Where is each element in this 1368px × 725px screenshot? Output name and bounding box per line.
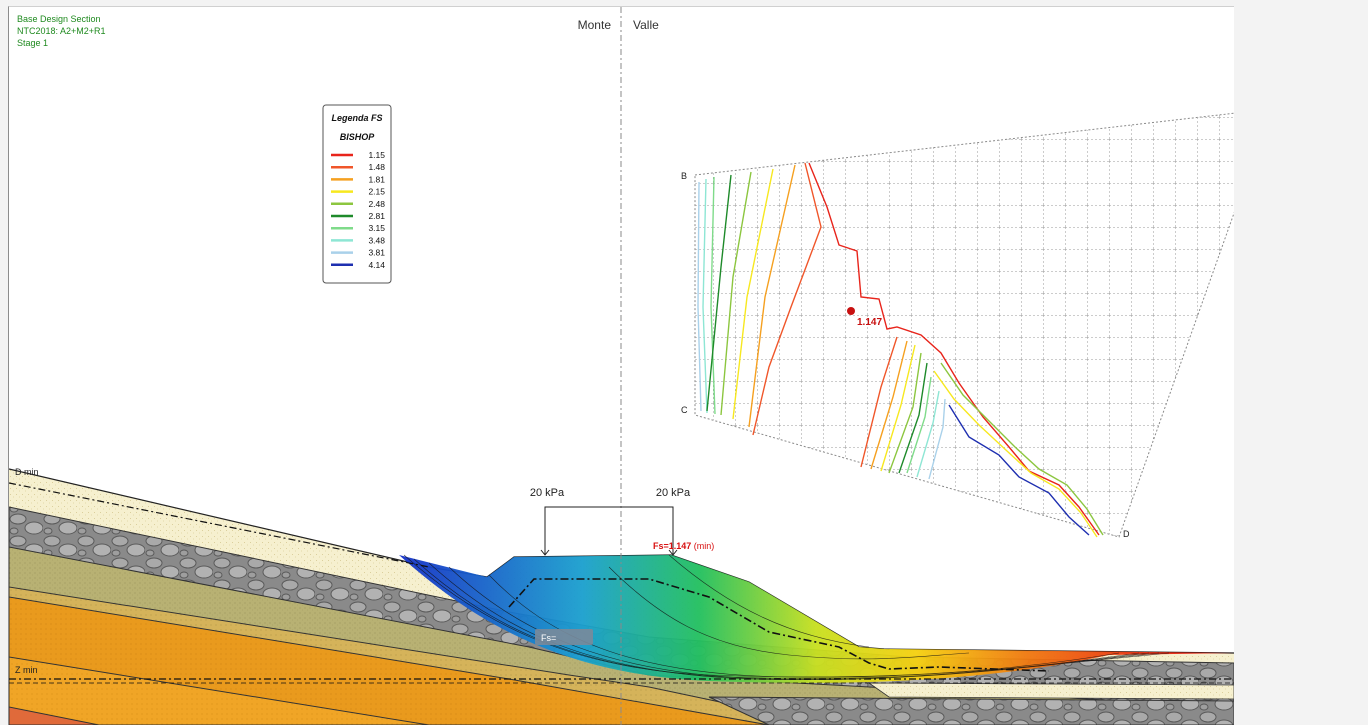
legend-value: 2.48 (368, 199, 385, 209)
legend-value: 2.15 (368, 187, 385, 197)
search-grid[interactable]: 1.147 A B C D (681, 109, 1234, 539)
monte-label: Monte (578, 18, 612, 32)
d-min-label: D min (15, 467, 39, 477)
left-load-label: 20 kPa (530, 487, 565, 499)
valle-label: Valle (633, 18, 659, 32)
legend-title: Legenda FS (331, 113, 382, 123)
section-drawing[interactable]: 20 kPa 20 kPa (9, 7, 1234, 725)
fs-min-suffix: (min) (694, 541, 715, 551)
section-canvas[interactable]: 20 kPa 20 kPa (8, 6, 1234, 725)
legend-value: 4.14 (368, 260, 385, 270)
design-approach: NTC2018: A2+M2+R1 (17, 26, 106, 36)
fs-legend[interactable]: Legenda FS BISHOP 1.15 1.48 1.81 2.15 2.48 2.… (322, 104, 392, 284)
svg-text:Fs=1.147 (min): Fs=1.147 (min) (653, 541, 714, 551)
legend-value: 1.15 (368, 150, 385, 160)
legend-method: BISHOP (340, 132, 376, 142)
legend-value: 3.48 (368, 235, 385, 245)
fs-tooltip[interactable]: Fs= (535, 629, 593, 645)
legend-value: 3.81 (368, 248, 385, 258)
stage-name: Stage 1 (17, 38, 49, 48)
surcharge-load[interactable]: 20 kPa 20 kPa (530, 487, 691, 556)
fs-min-value: Fs=1.147 (653, 541, 691, 551)
legend-entries: 1.15 1.48 1.81 2.15 2.48 2.81 3.15 3.48 3.81 4.14 (331, 150, 385, 270)
legend-value: 2.81 (368, 211, 385, 221)
legend-value: 1.81 (368, 174, 385, 184)
section-name: Base Design Section (17, 14, 101, 24)
fs-min-result[interactable]: Fs=1.147 (min) (653, 541, 714, 551)
stage-info: Base Design Section NTC2018: A2+M2+R1 St… (17, 13, 106, 49)
fs-tooltip-text: Fs= (541, 633, 556, 643)
grid-corner-c: C (681, 405, 688, 415)
legend-value: 3.15 (368, 223, 385, 233)
grid-corner-d: D (1123, 529, 1130, 539)
right-load-label: 20 kPa (656, 487, 691, 499)
min-fs-grid-label: 1.147 (857, 317, 882, 328)
right-side-panel (1234, 0, 1368, 724)
reference-lines (9, 7, 1234, 725)
min-fs-center-marker[interactable] (847, 307, 855, 315)
z-min-label: Z min (15, 665, 38, 675)
legend-value: 1.48 (368, 162, 385, 172)
grid-corner-b: B (681, 171, 687, 181)
